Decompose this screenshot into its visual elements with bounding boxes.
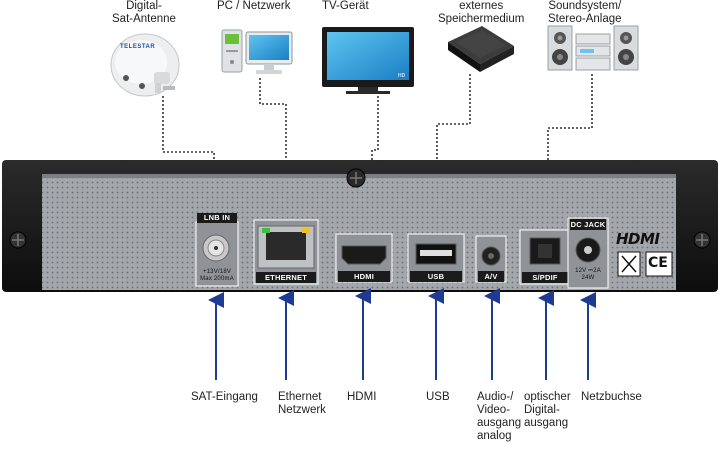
tv-icon <box>322 27 414 94</box>
label-av-ausgang: Audio-/ Video- ausgang analog <box>477 391 522 442</box>
label-soundsystem: Soundsystem/ Stereo-Anlage <box>548 0 622 25</box>
label-netzbuchse: Netzbuchse <box>581 391 642 403</box>
external-drive-icon <box>448 26 514 72</box>
satellite-dish-icon <box>110 33 180 97</box>
label-sat-antenne: Digital- Sat-Antenne <box>112 0 176 25</box>
label-sat-eingang: SAT-Eingang <box>191 391 258 403</box>
ethernet-port <box>253 219 319 285</box>
hdmi-logo: HDMI <box>616 230 660 248</box>
tv-hd-badge: HD <box>398 73 406 79</box>
lnb-port <box>195 213 239 287</box>
antenna-brand-text: TELESTAR <box>120 44 156 50</box>
panel-label-av: A/V <box>484 272 498 281</box>
ce-box <box>645 251 673 277</box>
usb-port <box>407 233 465 283</box>
spdif-port <box>519 229 571 285</box>
label-tv-geraet: TV-Gerät <box>322 0 369 12</box>
panel-label-ethernet: ETHERNET <box>264 273 308 282</box>
av-port <box>475 235 507 283</box>
panel-label-dc-spec: 12V ⎓2A 24W <box>575 268 601 281</box>
line-ethernet <box>259 78 287 222</box>
arrows <box>208 288 596 380</box>
panel-label-lnb-in: LNB IN <box>203 213 231 222</box>
ce-mark: CE <box>648 255 668 271</box>
label-usb: USB <box>426 391 450 403</box>
label-optischer-ausgang: optischer Digital- ausgang <box>524 391 571 429</box>
stereo-icon <box>547 25 639 71</box>
panel-label-dc-jack: DC JACK <box>570 220 606 229</box>
label-pc-netzwerk: PC / Netzwerk <box>217 0 291 12</box>
panel-label-spdif: S/PDIF <box>532 273 558 282</box>
dc-port <box>567 217 609 289</box>
pc-icon <box>221 29 293 74</box>
panel-label-lnb-spec: +13V/18V Max 200mA <box>200 269 234 282</box>
hdmi-port <box>335 233 393 283</box>
panel-label-usb: USB <box>427 272 445 281</box>
label-hdmi: HDMI <box>347 391 377 403</box>
label-ethernet-netzwerk: Ethernet Netzwerk <box>278 391 326 416</box>
weee-icon <box>617 251 641 277</box>
panel-label-hdmi: HDMI <box>354 272 374 281</box>
label-speichermedium: externes Speichermedium <box>438 0 525 25</box>
